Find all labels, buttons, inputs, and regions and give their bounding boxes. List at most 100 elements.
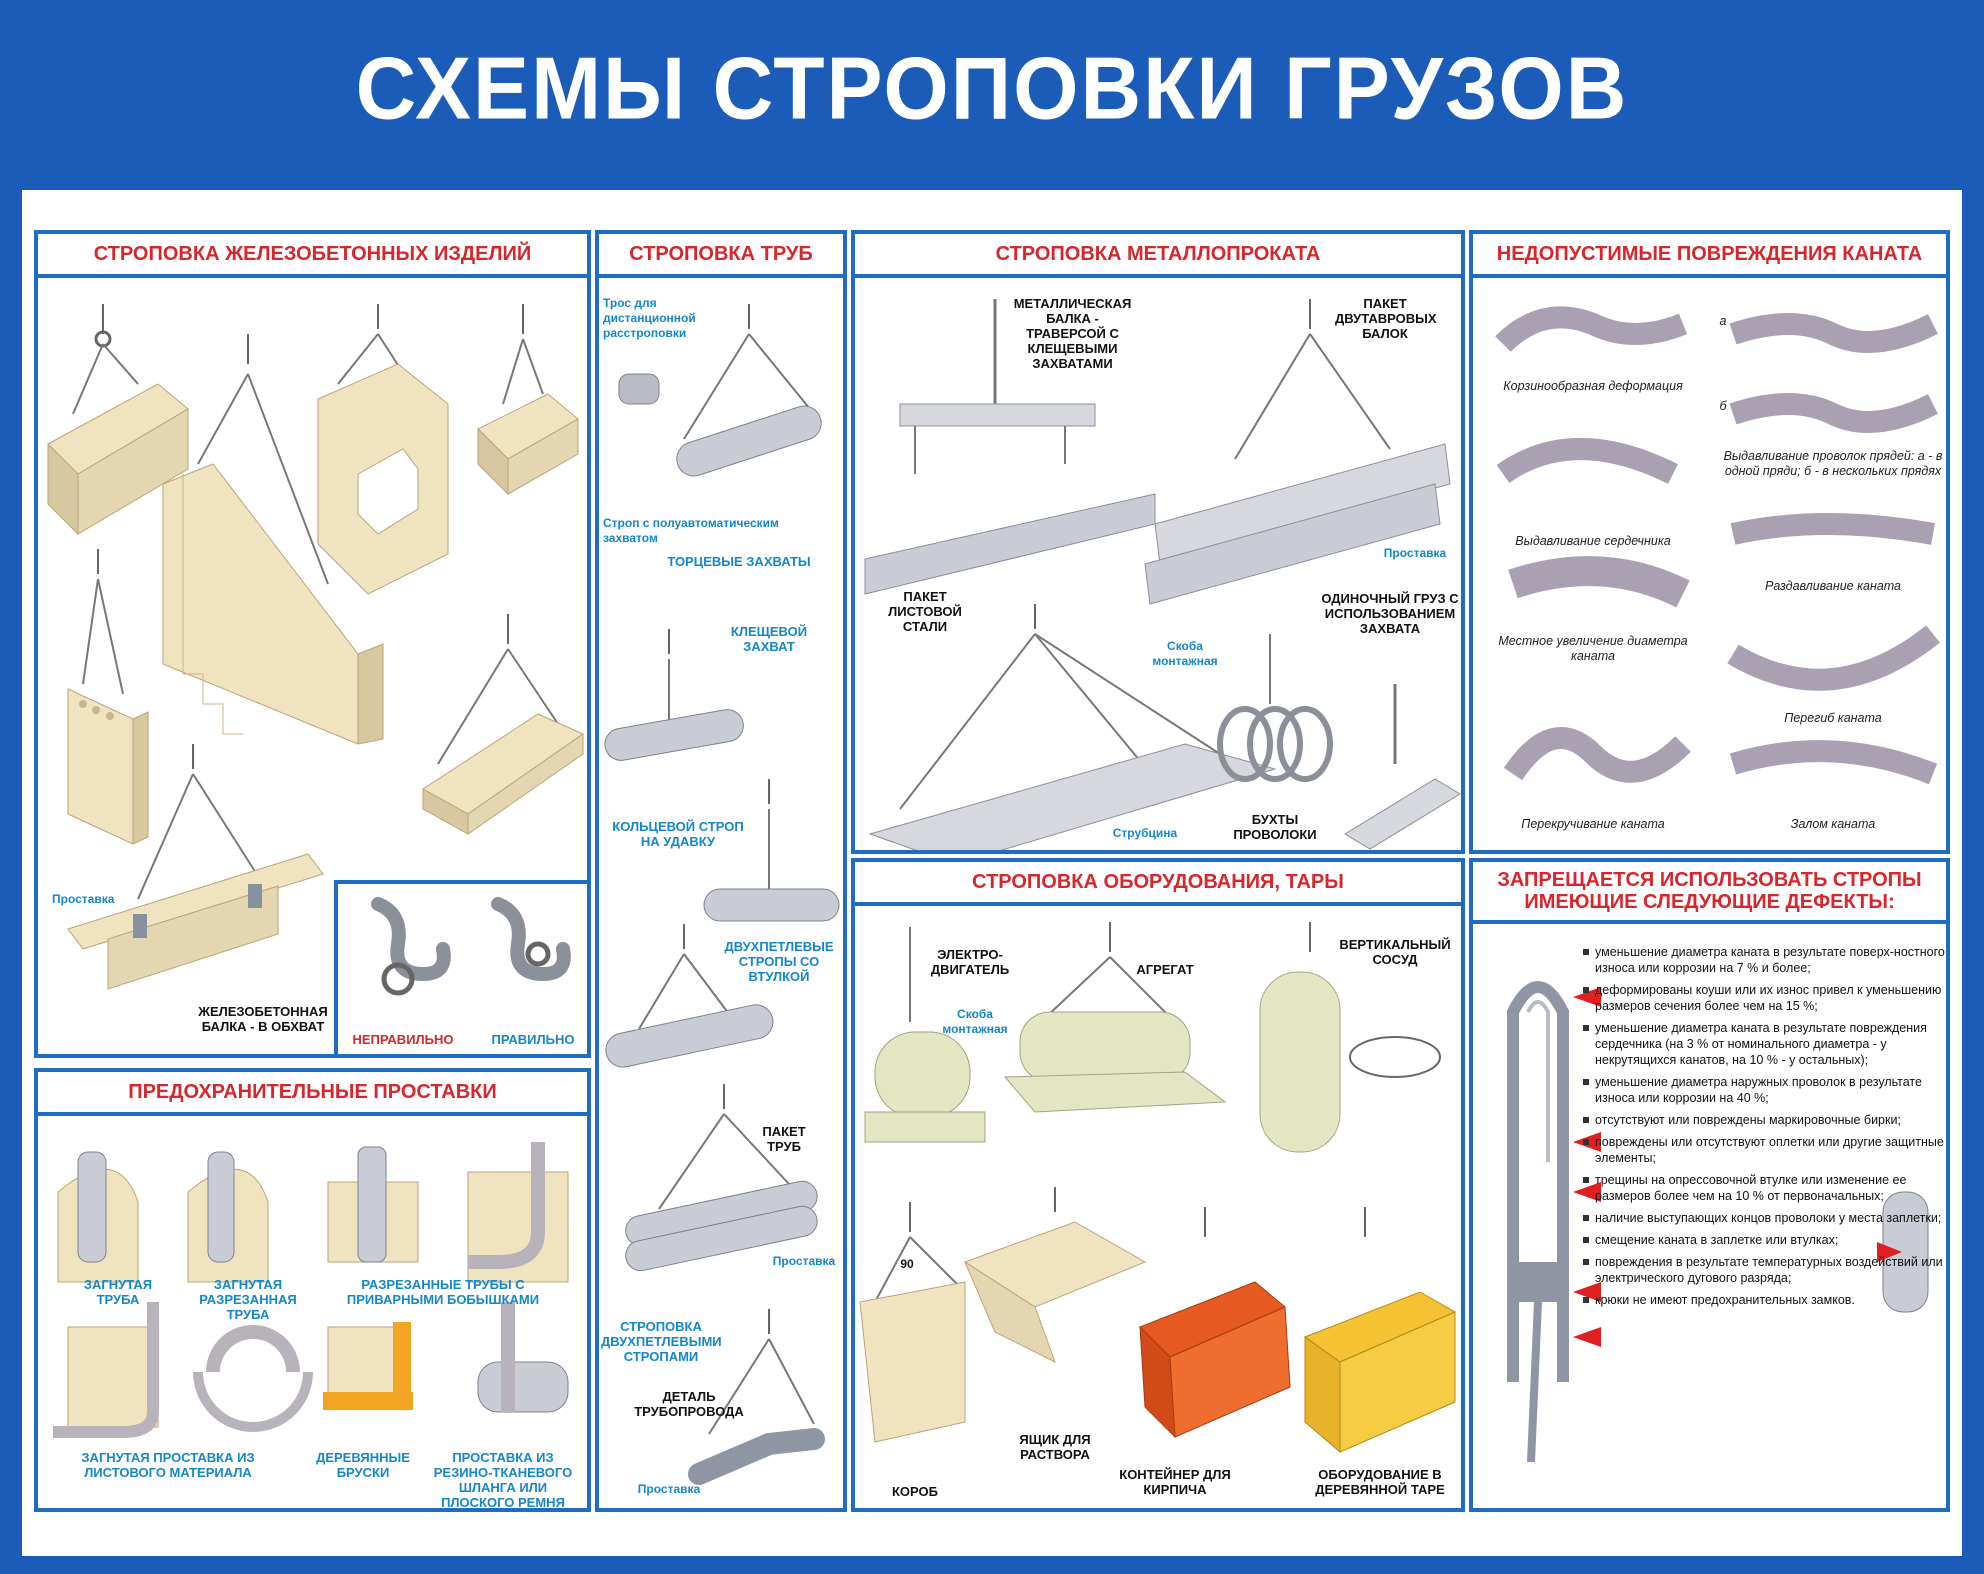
bent-sheet-pipe-spacer-icon (467, 1142, 569, 1283)
panel-defects: ЗАПРЕЩАЕТСЯ ИСПОЛЬЗОВАТЬ СТРОПЫ ИМЕЮЩИЕ … (1469, 858, 1950, 1512)
ring-spacer-icon (193, 1325, 313, 1432)
hook-right-icon (491, 897, 571, 982)
rope-damage-extrusion-a-icon (1729, 313, 1938, 353)
defect-item: смещение каната в заплетке или втулках; (1583, 1232, 1945, 1248)
sheet-spacer-icon (53, 1302, 159, 1438)
defect-item: повреждения в результате температурных в… (1583, 1254, 1945, 1286)
hose-spacer-icon (477, 1302, 569, 1413)
floor-slab-illustration (422, 614, 585, 835)
rope-basket-label: Корзинообразная деформация (1503, 379, 1683, 393)
single-load-grip-icon (1344, 684, 1461, 850)
page-title: СХЕМЫ СТРОПОВКИ ГРУЗОВ (355, 38, 1629, 138)
panel-rope: НЕДОПУСТИМЫЕ ПОВРЕЖДЕНИЯ КАНАТА Корзиноо… (1469, 230, 1950, 854)
wall-panel-illustration (317, 304, 449, 595)
rope-extrusion-label: Выдавливание проволок прядей: а - в одно… (1723, 449, 1943, 478)
rope-damage-crush-icon (1730, 513, 1935, 545)
bent-cut-pipe-spacer-icon (187, 1151, 269, 1283)
panel-heading: ПРЕДОХРАНИТЕЛЬНЫЕ ПРОСТАВКИ (38, 1072, 587, 1116)
wood-bars-spacer-icon (323, 1322, 413, 1410)
panel-spacers: ПРЕДОХРАНИТЕЛЬНЫЕ ПРОСТАВКИ (34, 1068, 591, 1512)
defect-item: наличие выступающих концов проволоки у м… (1583, 1210, 1945, 1226)
defect-item: уменьшение диаметра каната в результате … (1583, 944, 1945, 976)
panel-heading: СТРОПОВКА МЕТАЛЛОПРОКАТА (855, 234, 1461, 278)
rope-damage-kink-icon (1729, 740, 1938, 785)
spacer-label-4: ЗАГНУТАЯ ПРОСТАВКА ИЗ ЛИСТОВОГО МАТЕРИАЛ… (81, 1450, 255, 1480)
rope-damage-basket-icon (1495, 306, 1688, 353)
bent-pipe-spacer-icon (57, 1151, 139, 1283)
equipment-brick-label: КОНТЕЙНЕР ДЛЯ КИРПИЧА (1119, 1467, 1231, 1497)
defect-illustrations (1507, 981, 1929, 1463)
panel-metal: СТРОПОВКА МЕТАЛЛОПРОКАТА (851, 230, 1465, 854)
metal-beam-label: МЕТАЛЛИЧЕСКАЯ БАЛКА - ТРАВЕРСОЙ С КЛЕЩЕВ… (1013, 296, 1132, 371)
hook-right-label: ПРАВИЛЬНО (491, 1032, 575, 1047)
spacer-label-6: ПРОСТАВКА ИЗ РЕЗИНО-ТКАНЕВОГО ШЛАНГА ИЛИ… (433, 1450, 573, 1510)
rope-kink-label: Залом каната (1790, 817, 1876, 831)
pipe-cable-label: Трос для дистанционной расстроповки (603, 296, 696, 340)
brick-container-icon (1139, 1207, 1291, 1439)
equipment-illustrations (859, 922, 1457, 1454)
small-block-illustration (477, 304, 579, 496)
sling-loop-icon (1507, 981, 1569, 1463)
pipe-sling-label: Строп с полуавтоматическим захватом (603, 516, 779, 545)
panel-concrete: СТРОПОВКА ЖЕЛЕЗОБЕТОННЫХ ИЗДЕЛИЙ (34, 230, 591, 1058)
poster-board: СТРОПОВКА ЖЕЛЕЗОБЕТОННЫХ ИЗДЕЛИЙ (22, 190, 1962, 1556)
pipe-two-loop-label: ДВУХПЕТЛЕВЫЕ СТРОПЫ СО ВТУЛКОЙ (724, 939, 834, 984)
defect-item: крюки не имеют предохранительных замков. (1583, 1292, 1945, 1308)
equipment-shackle-label: Скоба монтажная (942, 1007, 1008, 1036)
equipment-motor-label: ЭЛЕКТРО- ДВИГАТЕЛЬ (930, 947, 1010, 977)
pipe-two-loop-sling-label: СТРОПОВКА ДВУХПЕТЛЕВЫМИ СТРОПАМИ (601, 1319, 722, 1364)
metal-illustrations (864, 299, 1461, 850)
panel-heading: НЕДОПУСТИМЫЕ ПОВРЕЖДЕНИЯ КАНАТА (1473, 234, 1946, 278)
rope-twist-label: Перекручивание каната (1521, 817, 1665, 831)
sheet-steel-icon (868, 604, 1277, 850)
metal-spacer-label: Проставка (1383, 546, 1447, 560)
cut-pipes-bosses-spacer-icon (327, 1146, 419, 1263)
rope-damage-extrusion-b-icon (1729, 393, 1938, 433)
spacer-label-5: ДЕРЕВЯННЫЕ БРУСКИ (316, 1450, 410, 1480)
equipment-box-label: КОРОБ (891, 1484, 938, 1499)
unit-aggregate-icon (1003, 922, 1227, 1113)
rope-damage-local-icon (1508, 556, 1690, 608)
electric-motor-icon (864, 927, 986, 1143)
panel-equipment: СТРОПОВКА ОБОРУДОВАНИЯ, ТАРЫ (851, 858, 1465, 1512)
pipe-packet-icon (625, 1084, 818, 1272)
end-grips-pipe-icon (618, 304, 822, 477)
equipment-mortar-label: ЯЩИК ДЛЯ РАСТВОРА (1019, 1432, 1091, 1462)
panel-heading: СТРОПОВКА ОБОРУДОВАНИЯ, ТАРЫ (855, 862, 1461, 906)
pipe-illustrations (604, 304, 840, 1485)
spacer-label-3: РАЗРЕЗАННЫЕ ТРУБЫ С ПРИВАРНЫМИ БОБЫШКАМИ (346, 1277, 540, 1307)
concrete-illustrations (47, 304, 585, 990)
metal-ibeam-label: ПАКЕТ ДВУТАВРОВЫХ БАЛОК (1335, 296, 1437, 341)
spacer-illustrations (53, 1142, 569, 1438)
rope-local-label: Местное увеличение диаметра каната (1498, 634, 1688, 663)
panel-heading: СТРОПОВКА ЖЕЛЕЗОБЕТОННЫХ ИЗДЕЛИЙ (38, 234, 587, 278)
hook-illustrations (371, 897, 571, 996)
metal-strap-label: Струбцина (1112, 826, 1178, 840)
metal-shackle-label: Скоба монтажная (1152, 639, 1218, 668)
concrete-block-illustration (47, 304, 189, 536)
ibeam-packet-icon (1144, 299, 1451, 605)
panel-heading: ЗАПРЕЩАЕТСЯ ИСПОЛЬЗОВАТЬ СТРОПЫ ИМЕЮЩИЕ … (1473, 862, 1946, 924)
spacer-label-1: ЗАГНУТАЯ ТРУБА (83, 1277, 153, 1307)
rope-damage-core-icon (1496, 438, 1678, 484)
pipe-tong-label: КЛЕЩЕВОЙ ЗАХВАТ (730, 624, 808, 654)
metal-coils-label: БУХТЫ ПРОВОЛОКИ (1233, 812, 1317, 842)
equipment-crate-label: ОБОРУДОВАНИЕ В ДЕРЕВЯННОЙ ТАРЕ (1315, 1467, 1445, 1497)
defect-item: деформированы коуши или их износ привел … (1583, 982, 1945, 1014)
mortar-box-icon (963, 1187, 1147, 1364)
defect-list: уменьшение диаметра каната в результате … (1583, 944, 1945, 1314)
stair-flight-illustration (162, 334, 384, 745)
rope-core-label: Выдавливание сердечника (1515, 534, 1671, 548)
rope-a-label: а (1719, 314, 1727, 328)
hook-wrong-icon (371, 897, 451, 996)
panel-heading: СТРОПОВКА ТРУБ (599, 234, 843, 278)
pipe-packet-label: ПАКЕТ ТРУБ (762, 1124, 806, 1154)
t-beam-illustration (67, 744, 324, 990)
pipeline-part-icon (688, 1309, 825, 1485)
hollow-slab-vertical-illustration (67, 549, 149, 845)
equipment-unit-label: АГРЕГАТ (1136, 962, 1194, 977)
equipment-angle-label: 90 (900, 1257, 914, 1271)
concrete-beam-label: ЖЕЛЕЗОБЕТОННАЯ БАЛКА - В ОБХВАТ (198, 1004, 328, 1034)
hook-wrong-label: НЕПРАВИЛЬНО (352, 1032, 454, 1047)
defect-item: трещины на опрессовочной втулке или изме… (1583, 1172, 1945, 1204)
